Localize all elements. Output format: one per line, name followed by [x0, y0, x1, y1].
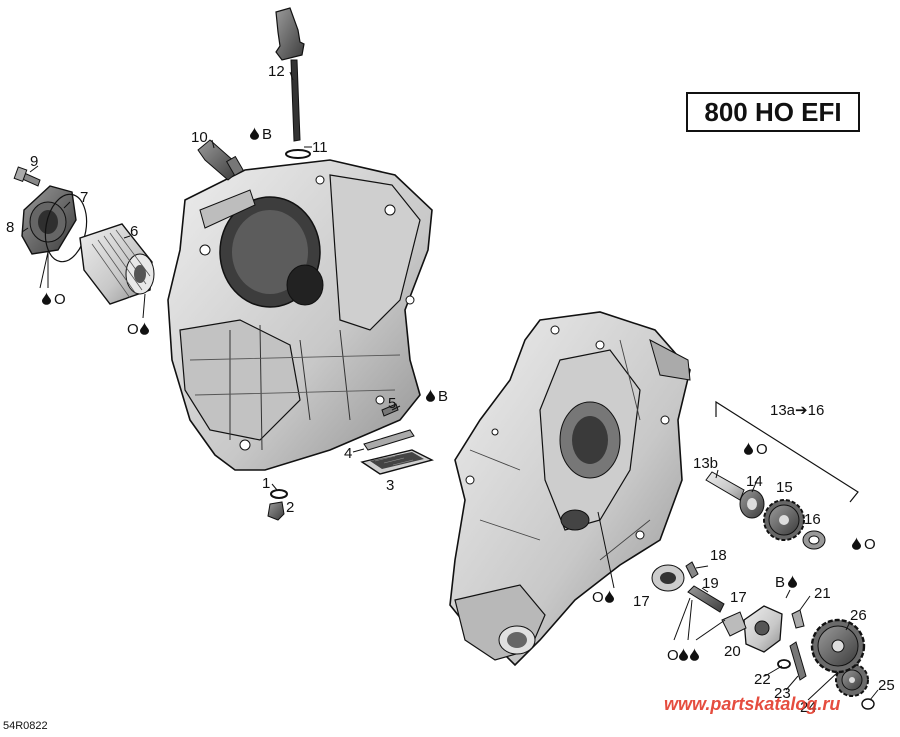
callout-19: 19 [702, 575, 719, 592]
callout-24: 24 [800, 699, 817, 716]
circlip-part-25 [861, 698, 875, 710]
callout-2: 2 [286, 499, 294, 516]
callout-10: 10 [191, 129, 208, 146]
shaft-part-13b [705, 471, 745, 501]
watermark-text: www.partskatalog.ru [664, 694, 841, 714]
shaft-part-19 [687, 585, 725, 613]
svg-text:O: O [864, 536, 876, 553]
gasket-part-1 [270, 489, 288, 499]
screw-part-21 [791, 609, 805, 629]
callout-4: 4 [344, 445, 352, 462]
callout-26: 26 [850, 607, 867, 624]
oil-strainer-part-3 [360, 449, 434, 475]
oil-symbol-17: O [667, 647, 699, 664]
oil-symbol-filter: O [127, 321, 149, 338]
callout-1: 1 [262, 475, 270, 492]
svg-text:O: O [127, 321, 139, 338]
oil-symbol-16: O [852, 536, 876, 553]
callout-21: 21 [814, 585, 831, 602]
grease-symbol-21: B [775, 574, 797, 591]
callout-3: 3 [386, 477, 394, 494]
callout-17-right: 17 [730, 589, 747, 606]
oil-symbol-13b: O [744, 441, 768, 458]
callout-5: 5 [388, 395, 396, 412]
gear-part-24 [835, 663, 869, 697]
pump-housing-part-20 [743, 605, 783, 653]
strainer-bracket-part-4 [363, 429, 415, 451]
model-label: 800 HO EFI [704, 96, 842, 127]
callout-20: 20 [724, 643, 741, 660]
callout-18: 18 [710, 547, 727, 564]
callout-11: 11 [312, 139, 328, 156]
o-ring-part-7 [44, 193, 88, 263]
lubrication-symbols: B O O B O O O [42, 126, 876, 664]
bracket-13a-16 [715, 400, 859, 503]
filter-cover-part-8 [21, 185, 77, 255]
bushing-part-17 [651, 564, 685, 592]
oil-pressure-switch-part-10 [197, 139, 245, 181]
callout-22: 22 [754, 671, 771, 688]
callout-16: 16 [804, 511, 821, 528]
callout-7: 7 [80, 189, 88, 206]
pin-part-18 [685, 561, 699, 579]
model-label-box: 800 HO EFI [686, 92, 860, 132]
o-ring-part-11 [285, 149, 311, 159]
oil-filter-part-6 [79, 223, 155, 305]
grease-symbol-10: B [250, 126, 272, 143]
gear-part-26 [810, 618, 866, 674]
seal-part-16 [802, 530, 826, 550]
pin-part-23 [789, 641, 807, 681]
grease-symbol-5: B [426, 388, 448, 405]
callout-25: 25 [878, 677, 895, 694]
gear-part-15 [763, 499, 805, 541]
pump-cover-part-17b [721, 611, 747, 637]
o-ring-part-22 [777, 659, 791, 669]
reference-code: 54R0822 [3, 720, 48, 732]
drain-plug-part-2 [267, 501, 285, 521]
callout-17-left: 17 [633, 593, 650, 610]
svg-text:B: B [262, 126, 272, 143]
oil-symbol-filter-cover: O [42, 291, 66, 308]
svg-text:B: B [775, 574, 785, 591]
dipstick-part-12 [275, 7, 305, 142]
callout-labels: 1 2 3 4 5 6 7 8 9 10 11 12 13b 13a➔16 14… [6, 63, 895, 716]
callout-13a-16: 13a➔16 [770, 402, 824, 419]
callout-14: 14 [746, 473, 763, 490]
leader-lines [21, 71, 879, 701]
svg-text:O: O [756, 441, 768, 458]
callout-12: 12 [268, 63, 285, 80]
left-crankcase-half [167, 159, 433, 471]
callout-13b: 13b [693, 455, 718, 472]
svg-text:O: O [592, 589, 604, 606]
oil-symbol-crankcase: O [592, 589, 614, 606]
right-crankcase-half [449, 311, 691, 667]
svg-text:O: O [54, 291, 66, 308]
svg-text:B: B [438, 388, 448, 405]
callout-9: 9 [30, 153, 38, 170]
svg-text:O: O [667, 647, 679, 664]
screw-part-9 [13, 166, 41, 187]
screw-part-5 [381, 403, 399, 417]
callout-15: 15 [776, 479, 793, 496]
bearing-part-14 [739, 489, 765, 519]
callout-6: 6 [130, 223, 138, 240]
callout-23: 23 [774, 685, 791, 702]
callout-8: 8 [6, 219, 14, 236]
